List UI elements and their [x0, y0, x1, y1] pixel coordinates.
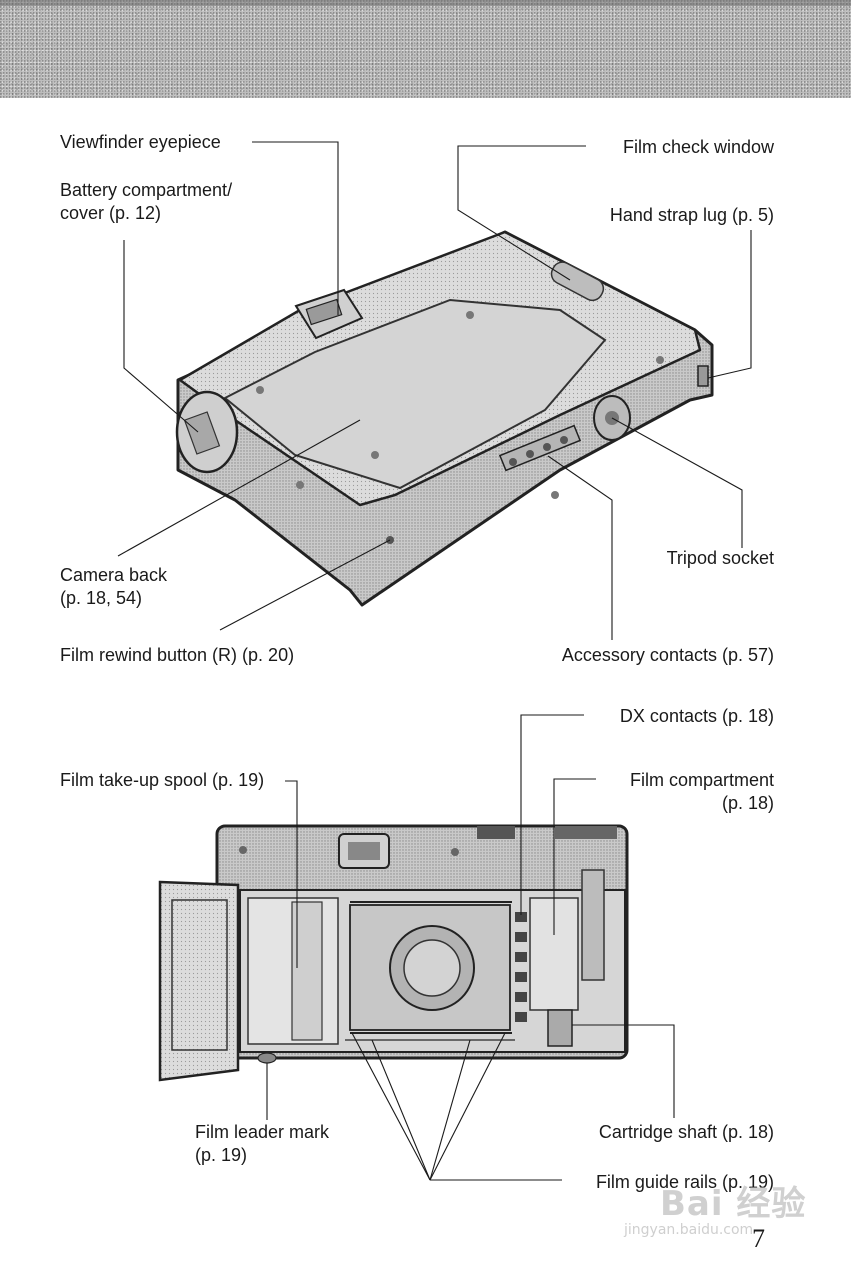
- label-accessory-contacts: Accessory contacts (p. 57): [561, 645, 774, 665]
- header-texture-band: [0, 0, 851, 98]
- watermark-logo: Bai 经验: [660, 1184, 807, 1224]
- label-battery-compartment-line1: Battery compartment/: [60, 180, 233, 200]
- label-battery-compartment-line2: cover (p. 12): [60, 203, 162, 223]
- label-film-leader-mark-line2: (p. 19): [195, 1145, 248, 1165]
- label-film-check-window: Film check window: [622, 137, 774, 157]
- label-film-guide-rails: Film guide rails (p. 19): [595, 1172, 774, 1192]
- label-film-rewind-button: Film rewind button (R) (p. 20): [60, 645, 295, 665]
- camera-open-view-illustration: [158, 824, 629, 1082]
- label-film-compartment-line1: Film compartment: [629, 770, 774, 790]
- page-number: 7: [752, 1224, 765, 1253]
- header-dark-edge: [0, 0, 851, 6]
- label-camera-back-line2: (p. 18, 54): [60, 588, 143, 608]
- leader-lines: [117, 141, 752, 1181]
- label-cartridge-shaft: Cartridge shaft (p. 18): [598, 1122, 774, 1142]
- label-film-leader-mark-line1: Film leader mark: [195, 1122, 330, 1142]
- label-camera-back-line1: Camera back: [60, 565, 168, 585]
- label-film-compartment-line2: (p. 18): [721, 793, 774, 813]
- label-dx-contacts: DX contacts (p. 18): [619, 706, 774, 726]
- label-hand-strap-lug: Hand strap lug (p. 5): [609, 205, 774, 225]
- label-film-takeup-spool: Film take-up spool (p. 19): [60, 770, 265, 790]
- label-viewfinder-eyepiece: Viewfinder eyepiece: [60, 132, 221, 152]
- label-tripod-socket: Tripod socket: [666, 548, 774, 568]
- camera-back-view-illustration: [175, 230, 714, 607]
- watermark-url: jingyan.baidu.com: [624, 1222, 754, 1238]
